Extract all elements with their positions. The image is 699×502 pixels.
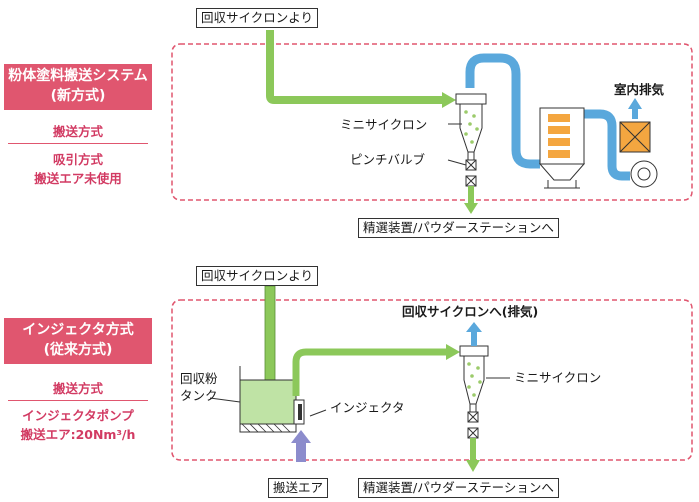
old-system-title: インジェクタ方式 (従来方式) [4, 318, 152, 364]
old-mini-cyclone [459, 345, 489, 413]
old-method-heading: 搬送方式 [52, 381, 103, 396]
old-inlet-label: 回収サイクロンより [196, 266, 319, 286]
new-method-line2: 搬送エア未使用 [34, 171, 122, 186]
new-exhaust-label: 室内排気 [614, 82, 665, 97]
new-duct-to-fan [584, 109, 630, 181]
old-pinch-valve [467, 411, 479, 439]
old-tank-label-line2: タンク [180, 388, 218, 403]
new-system-title-line2: (新方式) [50, 88, 106, 104]
old-air-label: 搬送エア [268, 478, 329, 498]
old-injector-label: インジェクタ [330, 400, 405, 415]
old-tank-label: 回収粉 タンク [180, 370, 218, 404]
old-tank-label-line1: 回収粉 [180, 371, 218, 386]
new-outlet-label: 精選装置/パウダーステーションへ [358, 218, 559, 238]
old-outlet-label: 精選装置/パウダーステーションへ [358, 478, 559, 498]
new-method-heading: 搬送方式 [52, 124, 103, 139]
new-system-title-line1: 粉体塗料搬送システム [8, 68, 148, 84]
new-inlet-arrowhead [442, 92, 456, 108]
old-exhaust-arrowhead [466, 322, 482, 332]
old-injector [293, 399, 305, 425]
new-duct-to-collector [465, 53, 540, 169]
old-method-line1: インジェクタポンプ [22, 408, 134, 423]
new-valve-leader [447, 159, 467, 166]
old-system-title-line1: インジェクタ方式 [22, 322, 134, 338]
old-method-line2: 搬送エア:20Nm³/h [20, 427, 136, 442]
new-inlet-label: 回収サイクロンより [196, 8, 319, 28]
old-air-arrowhead [291, 430, 311, 443]
new-pinch-valve [465, 159, 477, 187]
old-transfer-pipe [292, 348, 450, 396]
old-system-frame [171, 299, 693, 461]
new-dust-collector [538, 107, 586, 189]
old-transfer-arrowhead [446, 344, 460, 360]
new-outlet-arrowhead [464, 203, 478, 214]
old-injector-leader [309, 409, 327, 417]
new-system-title: 粉体塗料搬送システム (新方式) [4, 64, 152, 110]
new-mini-cyclone [455, 93, 487, 161]
new-system-frame [171, 43, 693, 201]
new-exhaust-arrow [628, 98, 642, 109]
new-pinch-valve-label: ピンチバルブ [350, 152, 426, 167]
old-exhaust-label: 回収サイクロンへ(排気) [402, 304, 539, 319]
old-exhaust-pipe [471, 330, 477, 346]
new-exhaust-fan [619, 121, 658, 188]
old-method-divider [8, 400, 148, 401]
new-mini-cyclone-label: ミニサイクロン [340, 117, 428, 132]
new-method-divider [8, 143, 148, 144]
old-tank-leader [209, 397, 241, 403]
old-system-title-line2: (従来方式) [43, 342, 113, 358]
new-inlet-pipe [266, 30, 446, 104]
old-outlet-arrowhead [466, 460, 480, 472]
old-mini-cyclone-label: ミニサイクロン [514, 370, 602, 385]
old-air-pipe [296, 440, 306, 462]
new-method-line1: 吸引方式 [52, 152, 103, 167]
